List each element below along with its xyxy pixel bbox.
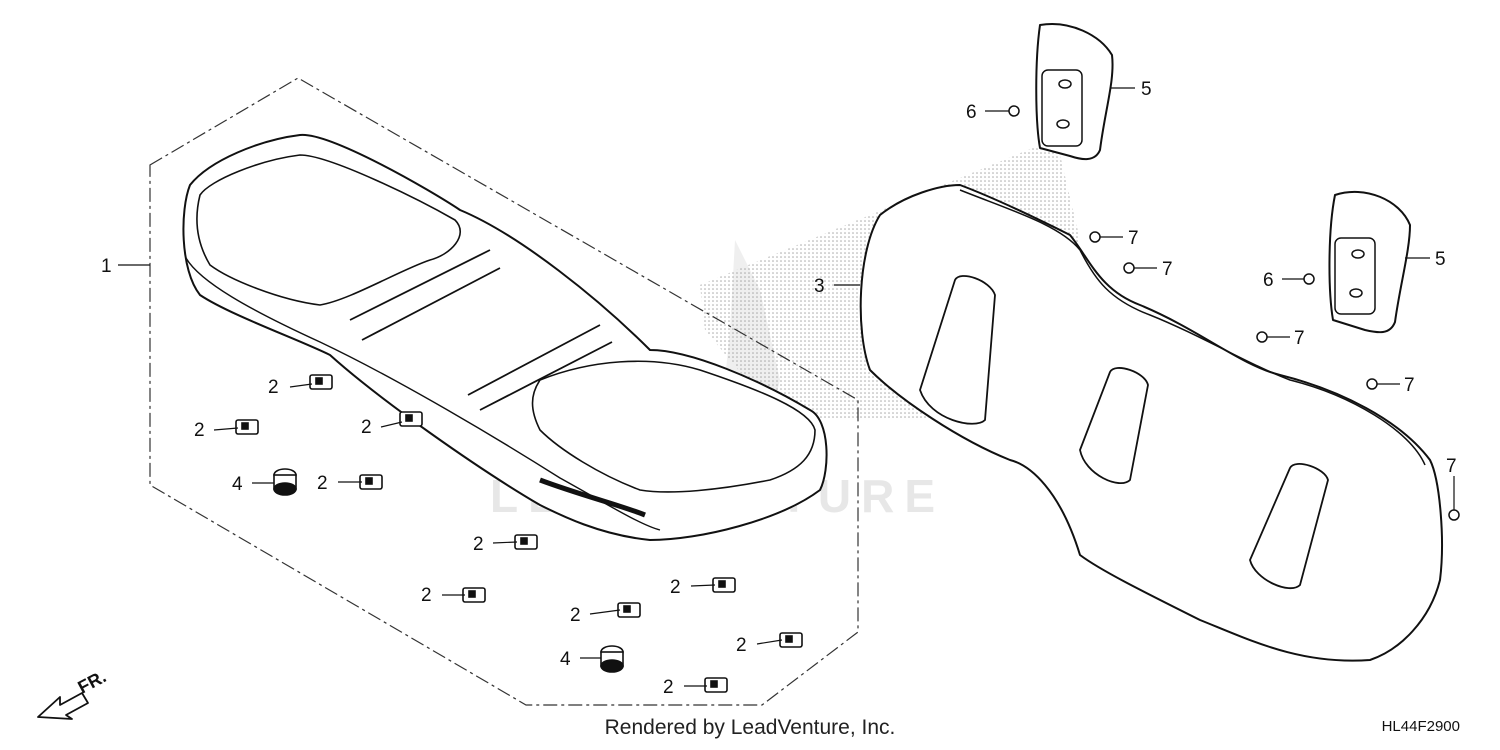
clip <box>462 587 486 603</box>
seat-cushion <box>182 133 828 541</box>
callout-7: 7 <box>1294 328 1305 349</box>
bolt <box>1256 331 1268 343</box>
assembly-boundary <box>149 77 859 706</box>
bolt <box>1448 509 1460 521</box>
callout-7: 7 <box>1446 456 1457 477</box>
front-direction-indicator: FR. <box>37 666 109 720</box>
diagram-code: HL44F2900 <box>1381 718 1460 735</box>
callout-2: 2 <box>317 473 328 494</box>
seat-back <box>859 184 1443 662</box>
callout-2: 2 <box>268 377 279 398</box>
callout-7: 7 <box>1404 375 1415 396</box>
clip <box>514 534 538 550</box>
clip <box>309 374 333 390</box>
bolt <box>1366 378 1378 390</box>
callout-4: 4 <box>560 649 571 670</box>
callout-5: 5 <box>1141 79 1152 100</box>
callout-2: 2 <box>570 605 581 626</box>
clip <box>704 677 728 693</box>
callout-2: 2 <box>361 417 372 438</box>
front-arrow-icon <box>37 692 89 720</box>
grommet <box>273 468 297 496</box>
bolt <box>1089 231 1101 243</box>
clip <box>617 602 641 618</box>
clips <box>235 374 803 693</box>
clip <box>779 632 803 648</box>
callout-2: 2 <box>736 635 747 656</box>
clip <box>235 419 259 435</box>
bolt <box>1123 262 1135 274</box>
callout-6: 6 <box>1263 270 1274 291</box>
callout-7: 7 <box>1128 228 1139 249</box>
fasteners <box>1008 105 1460 521</box>
callout-1: 1 <box>101 256 112 277</box>
callout-3: 3 <box>814 276 825 297</box>
callout-2: 2 <box>663 677 674 698</box>
callout-2: 2 <box>473 534 484 555</box>
screw <box>1303 273 1315 285</box>
callout-6: 6 <box>966 102 977 123</box>
headrest-bottom <box>1328 190 1411 334</box>
clip <box>359 474 383 490</box>
leader-lines <box>118 87 1455 687</box>
grommets <box>273 468 624 673</box>
callout-2: 2 <box>421 585 432 606</box>
render-credit: Rendered by LeadVenture, Inc. <box>604 716 896 739</box>
callout-7: 7 <box>1162 259 1173 280</box>
callout-labels: 1 2 2 2 2 2 2 2 2 2 2 4 4 3 5 5 6 6 7 7 … <box>101 79 1457 698</box>
callout-4: 4 <box>232 474 243 495</box>
clip <box>399 411 423 427</box>
front-label: FR. <box>74 666 109 697</box>
callout-2: 2 <box>670 577 681 598</box>
clip <box>712 577 736 593</box>
grommet <box>600 645 624 673</box>
screw <box>1008 105 1020 117</box>
callout-2: 2 <box>194 420 205 441</box>
headrest-top <box>1035 23 1114 161</box>
callout-5: 5 <box>1435 249 1446 270</box>
